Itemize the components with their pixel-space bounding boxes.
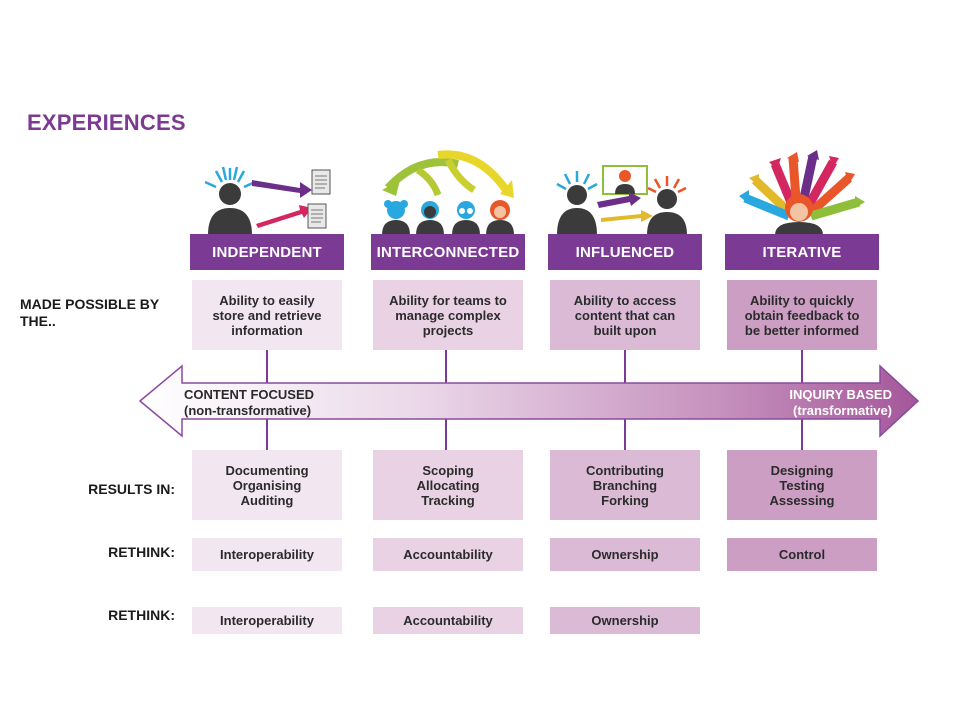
arrow-right-title: INQUIRY BASED	[789, 387, 892, 402]
results-box-influenced: Contributing Branching Forking	[550, 450, 700, 520]
result-line: Tracking	[421, 492, 475, 508]
rethink2-box-interconnected: Accountability	[373, 607, 523, 634]
column-header-iterative: ITERATIVE	[725, 234, 879, 270]
row-label-made-possible: MADE POSSIBLE BY THE..	[20, 296, 175, 330]
interconnected-team-icon	[382, 150, 514, 235]
result-line: Contributing	[586, 462, 664, 478]
page-title: EXPERIENCES	[27, 110, 186, 135]
rethink1-box-iterative: Control	[727, 538, 877, 571]
iterative-arrows-icon	[739, 150, 865, 235]
results-box-interconnected: Scoping Allocating Tracking	[373, 450, 523, 520]
result-line: Scoping	[422, 462, 474, 478]
ability-line: built upon	[593, 322, 657, 338]
result-line: Assessing	[769, 492, 835, 508]
result-line: Organising	[232, 477, 302, 493]
arrow-right-label: INQUIRY BASED (transformative)	[740, 387, 892, 419]
rethink2-box-influenced: Ownership	[550, 607, 700, 634]
row-label-rethink-2: RETHINK:	[108, 607, 175, 623]
ability-line: obtain feedback to	[744, 307, 860, 323]
arrow-right-subtitle: (transformative)	[793, 403, 892, 418]
result-line: Designing	[770, 462, 834, 478]
column-header-influenced: INFLUENCED	[548, 234, 702, 270]
results-box-independent: Documenting Organising Auditing	[192, 450, 342, 520]
independent-person-icon	[204, 166, 331, 235]
ability-box-interconnected: Ability for teams to manage complex proj…	[373, 280, 523, 350]
row-label-rethink-1: RETHINK:	[108, 544, 175, 560]
rethink1-box-interconnected: Accountability	[373, 538, 523, 571]
ability-line: projects	[422, 322, 474, 338]
ability-line: content that can	[574, 307, 676, 323]
column-header-independent: INDEPENDENT	[190, 234, 344, 270]
rethink2-box-independent: Interoperability	[192, 607, 342, 634]
arrow-left-title: CONTENT FOCUSED	[184, 387, 314, 402]
ability-line: be better informed	[744, 322, 860, 338]
ability-box-independent: Ability to easily store and retrieve inf…	[192, 280, 342, 350]
results-box-iterative: Designing Testing Assessing	[727, 450, 877, 520]
ability-line: information	[231, 322, 303, 338]
ability-line: Ability to access	[573, 292, 677, 308]
ability-line: manage complex	[395, 307, 501, 323]
result-line: Forking	[601, 492, 649, 508]
ability-line: store and retrieve	[212, 307, 322, 323]
ability-line: Ability to quickly	[749, 292, 854, 308]
result-line: Allocating	[416, 477, 480, 493]
arrow-left-subtitle: (non-transformative)	[184, 403, 312, 418]
row-label-made-possible-text: MADE POSSIBLE BY THE..	[20, 296, 159, 329]
result-line: Auditing	[240, 492, 294, 508]
ability-line: Ability to easily	[219, 292, 315, 308]
result-line: Documenting	[225, 462, 309, 478]
result-line: Branching	[592, 477, 658, 493]
rethink1-box-independent: Interoperability	[192, 538, 342, 571]
ability-box-influenced: Ability to access content that can built…	[550, 280, 700, 350]
influenced-people-icon	[556, 165, 687, 235]
column-header-interconnected: INTERCONNECTED	[371, 234, 525, 270]
arrow-left-label: CONTENT FOCUSED (non-transformative)	[184, 387, 314, 419]
result-line: Testing	[779, 477, 825, 493]
ability-line: Ability for teams to	[389, 292, 507, 308]
ability-box-iterative: Ability to quickly obtain feedback to be…	[727, 280, 877, 350]
row-label-results-in: RESULTS IN:	[88, 481, 175, 497]
rethink1-box-influenced: Ownership	[550, 538, 700, 571]
